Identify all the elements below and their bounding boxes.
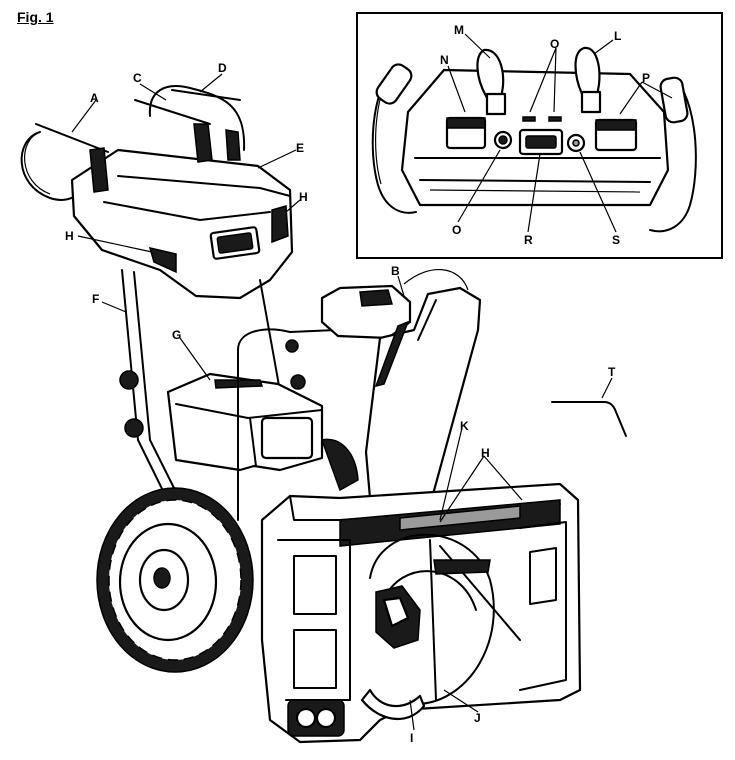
callout-d: D [218,61,227,75]
callout-labels: A C D E H H F G B K H I J T M N O L P O … [65,23,650,745]
left-wheel [96,487,254,673]
figure-title: Fig. 1 [17,9,54,25]
callout-a: A [90,91,99,105]
callout-o-bottom: O [452,223,461,237]
callout-h-console-right: H [299,190,308,204]
callout-r: R [524,233,533,247]
callout-j: J [474,711,481,725]
callout-k: K [460,419,469,433]
callout-h-housing: H [481,446,490,460]
callout-c: C [133,71,142,85]
callout-t: T [608,365,616,379]
callout-h-console-left: H [65,229,74,243]
callout-s: S [612,233,620,247]
snow-blower-illustration [20,85,582,744]
callout-p: P [642,71,650,85]
hex-key-tool [551,401,627,437]
callout-m: M [454,23,464,37]
callout-g: G [172,328,181,342]
callout-i: I [410,731,413,745]
callout-o-top: O [550,37,559,51]
callout-e: E [296,141,304,155]
callout-b: B [391,264,400,278]
control-panel-inset [356,12,723,259]
callout-l: L [614,29,621,43]
leader-lines [71,73,613,731]
callout-n: N [440,53,449,67]
callout-f: F [92,292,99,306]
